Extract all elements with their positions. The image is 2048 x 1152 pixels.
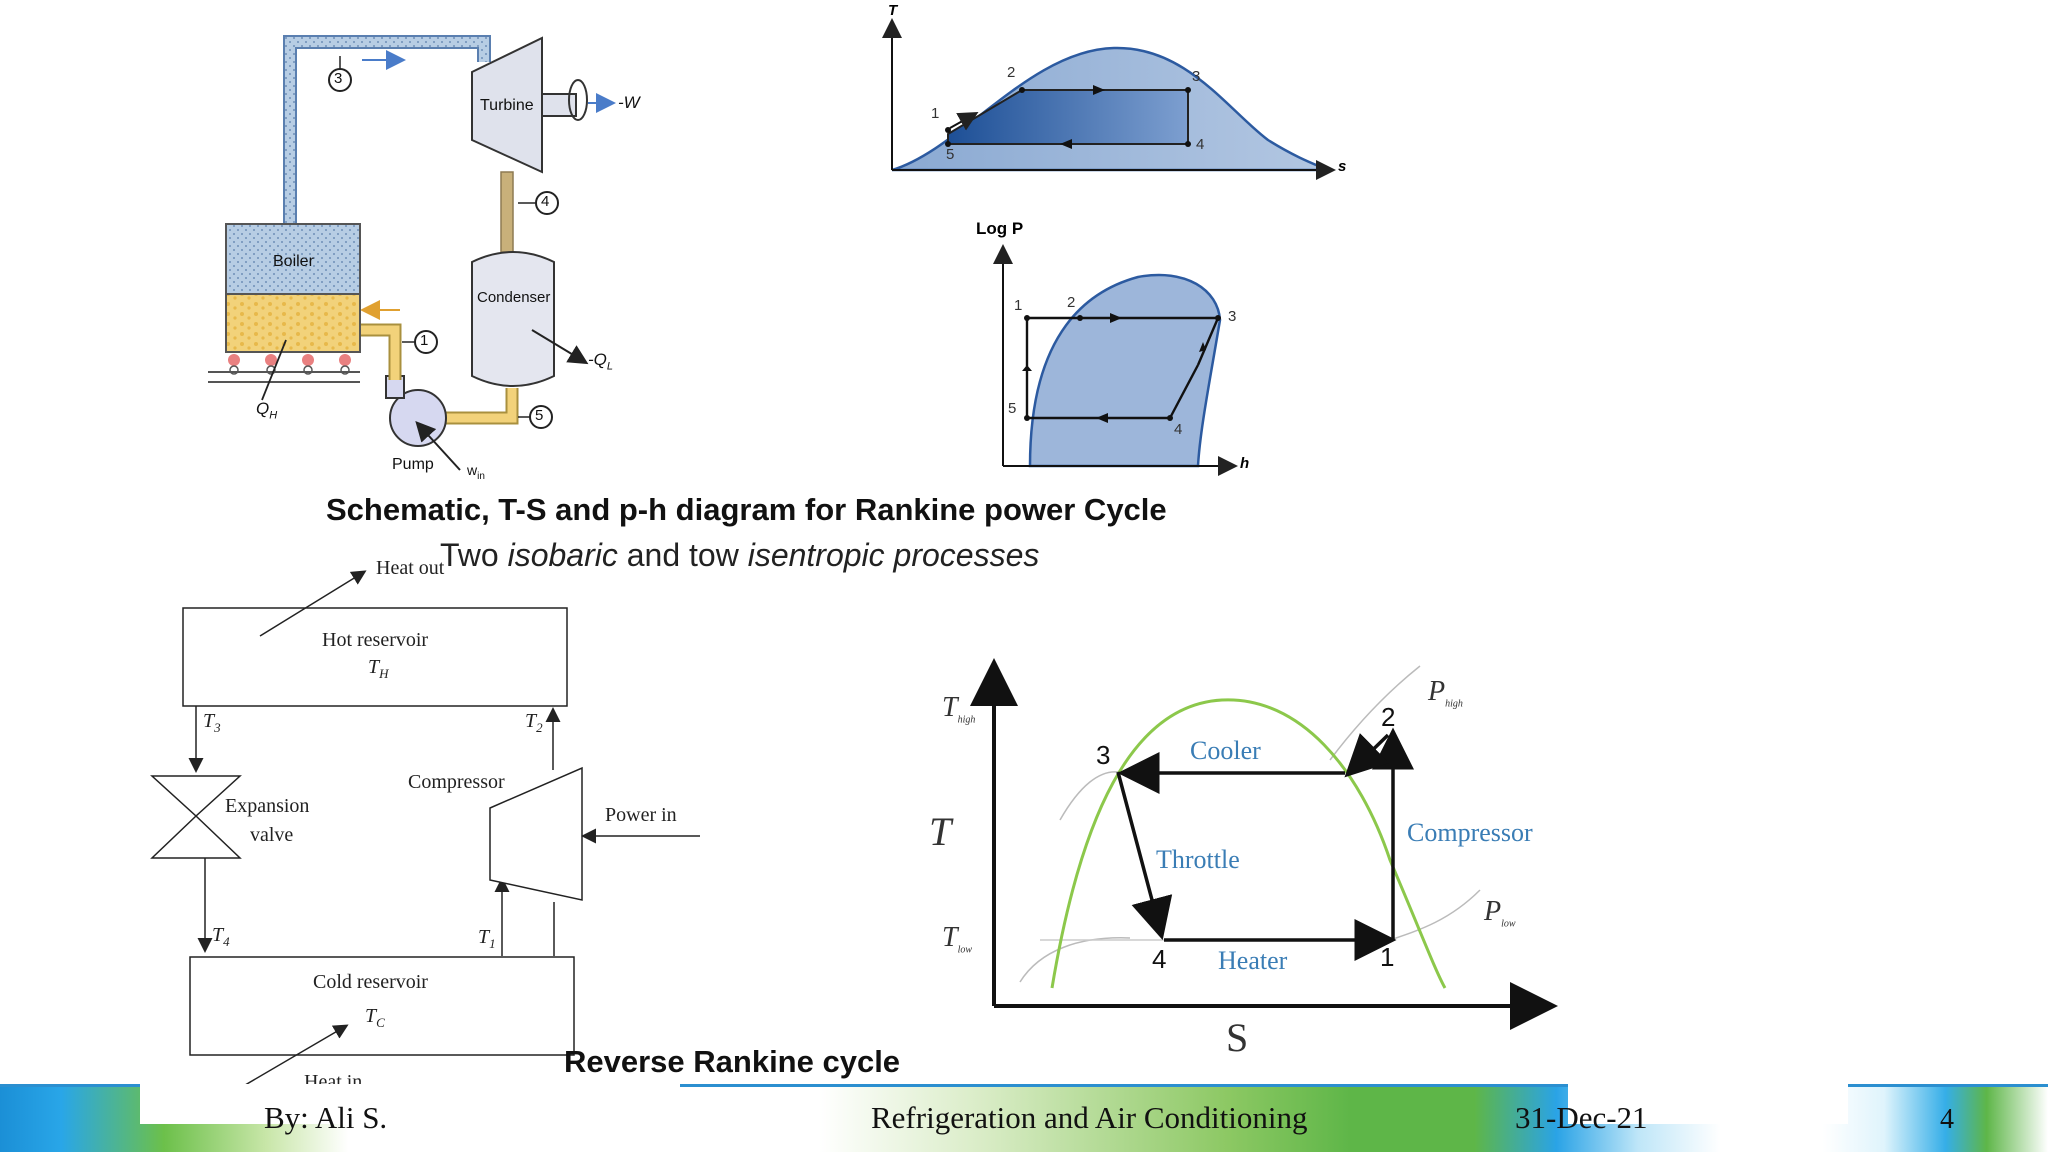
footer-white-right bbox=[1568, 1084, 1848, 1124]
state-label-1: 1 bbox=[420, 332, 429, 349]
ph-x-label: h bbox=[1240, 455, 1250, 472]
state-label-4: 4 bbox=[541, 193, 550, 210]
t-c-label: TC bbox=[365, 1005, 385, 1030]
ts-x-label: s bbox=[1338, 158, 1347, 175]
footer-title: Refrigeration and Air Conditioning bbox=[871, 1100, 1308, 1135]
ts-point-4 bbox=[1185, 141, 1191, 147]
t-high-label: Thigh bbox=[942, 692, 976, 726]
pump bbox=[389, 389, 447, 447]
ts-dome bbox=[891, 46, 1329, 172]
ts-cycle-area bbox=[947, 89, 1189, 145]
ph-point-4 bbox=[1167, 415, 1173, 421]
ts-point-2 bbox=[1019, 87, 1025, 93]
footer-page-number: 4 bbox=[1940, 1104, 1954, 1135]
cooler-label: Cooler bbox=[1190, 736, 1261, 765]
ts-point-3 bbox=[1185, 87, 1191, 93]
t1-label: T1 bbox=[478, 926, 496, 951]
footer-date: 31-Dec-21 bbox=[1515, 1100, 1648, 1135]
condenser-label: Condenser bbox=[477, 289, 551, 306]
ts-label-2: 2 bbox=[1007, 64, 1016, 81]
footer-white-left bbox=[140, 1084, 680, 1124]
ph-dome bbox=[1028, 273, 1222, 468]
expansion-valve-label-1: Expansion bbox=[225, 795, 310, 817]
reverse-ts-y-label: T bbox=[929, 809, 952, 854]
power-in-label: Power in bbox=[605, 804, 677, 826]
boiler bbox=[208, 223, 361, 383]
liquid-pipe-1 bbox=[438, 388, 519, 425]
heat-out-label: Heat out bbox=[376, 557, 445, 579]
p-high-label: Phigh bbox=[1428, 676, 1463, 710]
turbine-label: Turbine bbox=[480, 97, 534, 114]
ts-label-4: 4 bbox=[1196, 136, 1205, 153]
reverse-ts-label-3: 3 bbox=[1096, 740, 1111, 770]
caption-reverse: Reverse Rankine cycle bbox=[564, 1044, 901, 1079]
q-h-label: QH bbox=[256, 399, 278, 422]
ph-label-5: 5 bbox=[1008, 400, 1017, 417]
w-in-label: win bbox=[467, 462, 485, 482]
t2-label: T2 bbox=[525, 710, 543, 735]
q-l-label: -QL bbox=[588, 350, 614, 373]
t4-label: T4 bbox=[212, 924, 230, 949]
reverse-ts-label-1: 1 bbox=[1380, 942, 1395, 972]
ph-point-1 bbox=[1024, 315, 1030, 321]
ph-y-label: Log P bbox=[976, 219, 1024, 238]
ts-point-1 bbox=[945, 127, 951, 133]
footer-author: By: Ali S. bbox=[264, 1100, 388, 1135]
ph-label-3: 3 bbox=[1228, 308, 1237, 325]
compressor-ts-label: Compressor bbox=[1407, 818, 1533, 847]
ph-label-1: 1 bbox=[1014, 297, 1023, 314]
heater-label: Heater bbox=[1218, 946, 1288, 975]
throttle-label: Throttle bbox=[1156, 845, 1240, 874]
ph-point-3 bbox=[1215, 315, 1221, 321]
t-h-label: TH bbox=[368, 656, 389, 681]
expansion-valve-label-2: valve bbox=[250, 824, 294, 846]
cold-reservoir-label: Cold reservoir bbox=[313, 971, 428, 993]
turbine-shaft bbox=[541, 93, 577, 117]
state-label-3: 3 bbox=[334, 70, 343, 87]
reverse-ts-label-2: 2 bbox=[1381, 702, 1396, 732]
reverse-ts-label-4: 4 bbox=[1152, 944, 1167, 974]
ts-label-5: 5 bbox=[946, 146, 955, 163]
t3-label: T3 bbox=[203, 710, 221, 735]
state-label-5: 5 bbox=[535, 407, 544, 424]
ph-point-5 bbox=[1024, 415, 1030, 421]
hot-reservoir-label: Hot reservoir bbox=[322, 629, 429, 651]
compressor-label: Compressor bbox=[408, 771, 505, 793]
ph-point-2 bbox=[1077, 315, 1083, 321]
t-low-label: Tlow bbox=[942, 922, 973, 956]
ts-label-1: 1 bbox=[931, 105, 940, 122]
ph-label-2: 2 bbox=[1067, 294, 1076, 311]
steam-pipe bbox=[283, 35, 491, 225]
condenser bbox=[471, 251, 555, 387]
caption-forward: Schematic, T-S and p-h diagram for Ranki… bbox=[326, 492, 1167, 527]
footer-line bbox=[0, 1084, 2048, 1087]
caption-processes: Two isobaric and tow isentropic processe… bbox=[440, 537, 1040, 573]
work-out-label: -W bbox=[618, 93, 640, 112]
ts-label-3: 3 bbox=[1192, 68, 1201, 85]
liquid-pipe-2 bbox=[360, 323, 402, 380]
pump-label: Pump bbox=[392, 456, 434, 473]
ts-y-label: T bbox=[888, 2, 898, 19]
ph-label-4: 4 bbox=[1174, 421, 1183, 438]
reverse-ts-x-label: S bbox=[1226, 1015, 1249, 1060]
boiler-label: Boiler bbox=[273, 253, 314, 270]
exhaust-pipe bbox=[500, 171, 514, 253]
p-low-label: Plow bbox=[1484, 896, 1516, 930]
